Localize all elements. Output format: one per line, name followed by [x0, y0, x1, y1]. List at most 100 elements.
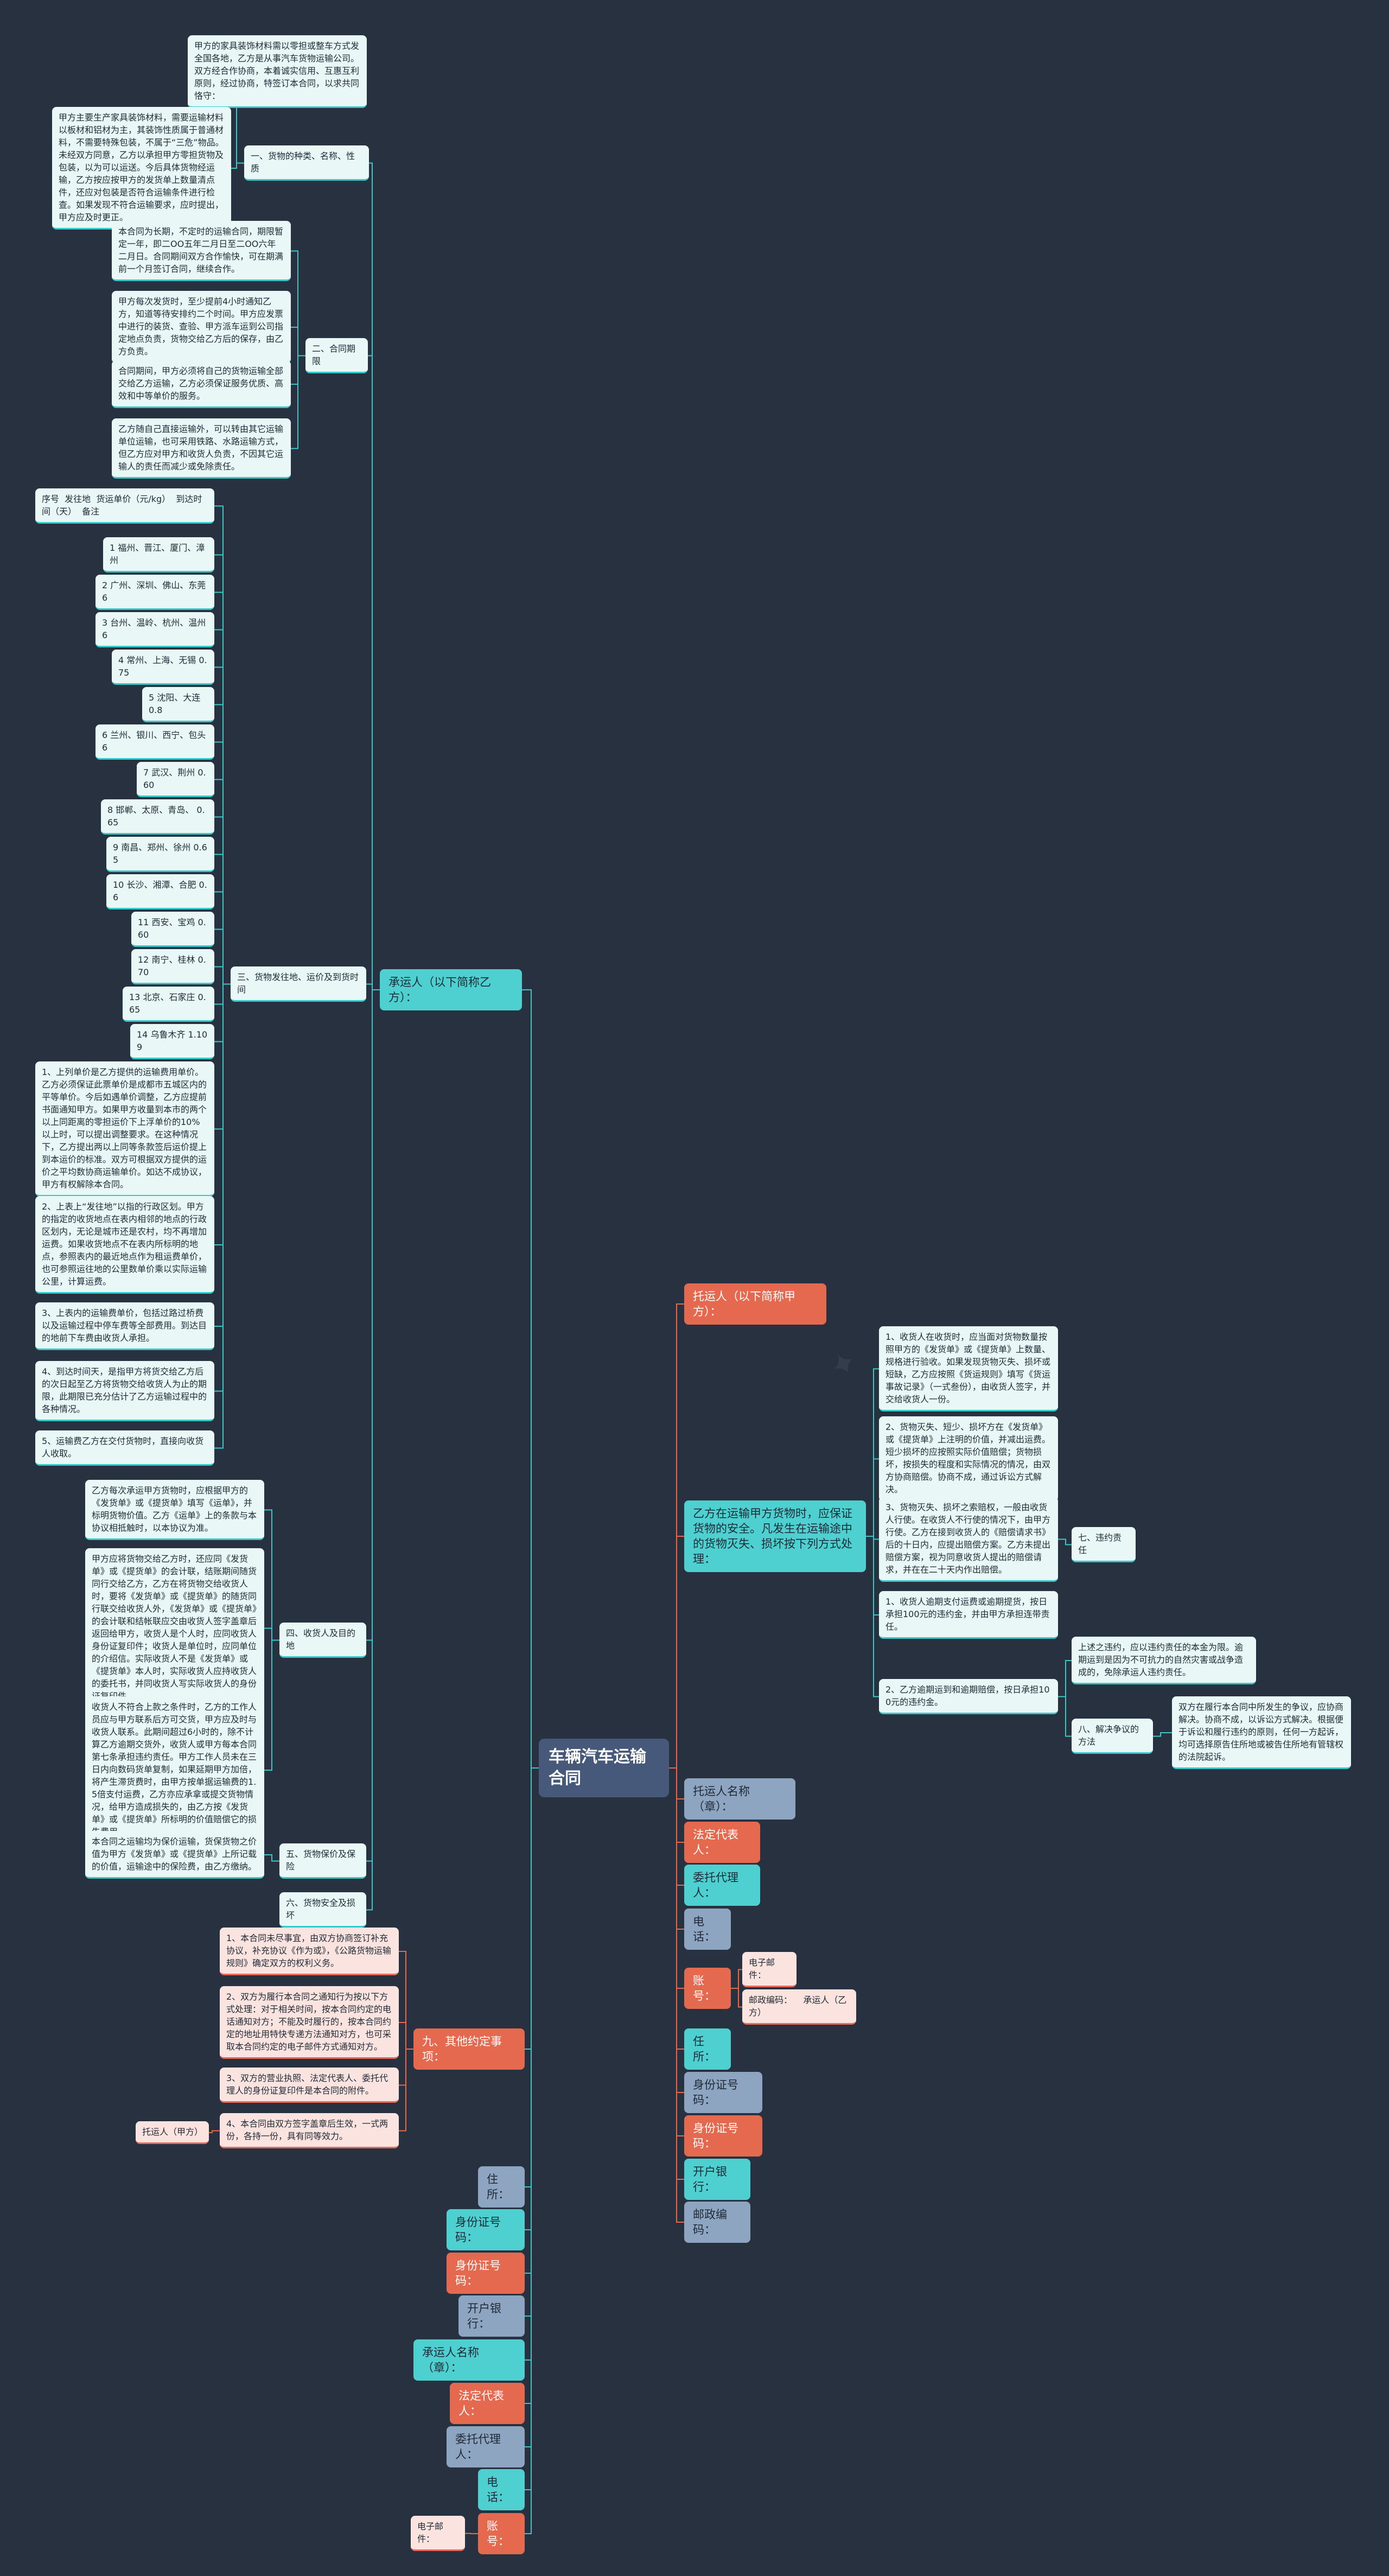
right-field-phone[interactable]: 电话：: [684, 1909, 731, 1950]
connector-line: [264, 1509, 279, 1641]
table-header: 序号 发往地 货运单价（元/kg） 到达时间（天） 备注: [35, 488, 214, 524]
connector-line: [368, 355, 380, 990]
connector-line: [264, 1627, 279, 1641]
consignor-branch[interactable]: 托运人（以下简称甲方）：: [684, 1283, 826, 1325]
left-field-phone[interactable]: 电话：: [478, 2469, 525, 2510]
s4-text-0: 乙方每次承运甲方货物时，应根据甲方的《发货单》或《提货单》填写《运单》，并标明货…: [85, 1480, 264, 1540]
connector-line: [669, 1767, 684, 2223]
connector-line: [366, 983, 380, 990]
connector-line: [1058, 1660, 1072, 1697]
s9-signer: 托运人（甲方）: [136, 2121, 209, 2144]
right-field-consignor-name[interactable]: 托运人名称（章）：: [684, 1778, 795, 1820]
s3-note-4: 5、运输费乙方在交付货物时，直接向收货人收取。: [35, 1430, 214, 1466]
left-field-id-2[interactable]: 身份证号码：: [447, 2253, 525, 2294]
table-row: 7 武汉、荆州 0.60: [137, 762, 214, 797]
s2-text-2: 合同期间，甲方必须将自己的货物运输全部交给乙方运输，乙方必须保证服务优质、高效和…: [112, 360, 291, 408]
s9-text-3: 4、本合同由双方签字盖章后生效，一式两份，各持一份，具有同等效力。: [220, 2113, 399, 2148]
s9-text-2: 3、双方的营业执照、法定代表人、委托代理人的身份证复印件是本合同的附件。: [220, 2068, 399, 2103]
s9-text-1: 2、双方为履行本合同之通知行为按以下方式处理：对于相关时间，按本合同约定的电话通…: [220, 1986, 399, 2059]
s3-note-3: 4、到达时间天，是指甲方将货交给乙方后的次日起至乙方将货物交给收货人为止的期限，…: [35, 1361, 214, 1421]
table-row: 1 福州、晋江、厦门、漳州: [103, 537, 214, 573]
right-field-id-2[interactable]: 身份证号码：: [684, 2115, 762, 2157]
table-row: 2 广州、深圳、佛山、东莞 6: [95, 575, 214, 610]
left-field-agent[interactable]: 委托代理人：: [447, 2426, 525, 2467]
connector-line: [1153, 1732, 1172, 1737]
left-field-account[interactable]: 账号：: [478, 2513, 525, 2554]
connector-line: [669, 1536, 684, 1769]
connector-line: [366, 989, 380, 1911]
s2-text-3: 乙方随自己直接运输外，可以转由其它运输单位运输，也可采用铁路、水路运输方式，但乙…: [112, 418, 291, 479]
s1-text-0: 甲方的家具装饰材料需以零担或整车方式发全国各地，乙方是从事汽车货物运输公司。双方…: [188, 35, 367, 108]
right-field-account[interactable]: 账号：: [684, 1968, 731, 2009]
right-field-legal-rep[interactable]: 法定代表人：: [684, 1822, 760, 1863]
left-account-email: 电子邮件：: [411, 2516, 465, 2551]
table-row: 10 长沙、湘潭、合肥 0.6: [106, 874, 214, 909]
right-field-id[interactable]: 身份证号码：: [684, 2072, 762, 2113]
connector-line: [369, 162, 380, 990]
s6-label[interactable]: 六、货物安全及损坏: [279, 1892, 366, 1928]
table-row: 13 北京、石家庄 0.65: [123, 987, 214, 1022]
duty-item-3: 1、收货人逾期支付运费或逾期提货，按日承担100元的违约金，并由甲方承担连带责任…: [879, 1591, 1058, 1639]
s2-text-1: 甲方每次发货时，至少提前4小时通知乙方，知道等待安排约二个时间。甲方应发票中进行…: [112, 291, 291, 364]
s4-text-1: 甲方应将货物交给乙方时，还应同《发货单》或《提货单》的会计联，结账期间随货同行交…: [85, 1548, 264, 1708]
s4-text-2: 收货人不符合上款之条件时，乙方的工作人员应与甲方联系后方可交货，甲方应及时与收货…: [85, 1696, 264, 1844]
s3-note-0: 1、上列单价是乙方提供的运输费用单价。乙方必须保证此票单价是成都市五城区内的平等…: [35, 1061, 214, 1197]
right-field-agent[interactable]: 委托代理人：: [684, 1865, 760, 1906]
table-row: 4 常州、上海、无锡 0.75: [112, 650, 214, 685]
s2-label[interactable]: 二、合同期限: [305, 338, 368, 373]
left-field-bank[interactable]: 开户银行：: [458, 2295, 525, 2337]
table-row: 6 兰州、银川、西宁、包头 6: [95, 724, 214, 760]
connector-line: [366, 989, 380, 1641]
connector-line: [866, 1536, 879, 1615]
s3-note-2: 3、上表内的运输费单价，包括过路过桥费以及运输过程中停车费等全部费用。到达目的地…: [35, 1302, 214, 1350]
s3-label[interactable]: 三、货物发往地、运价及到货时间: [231, 966, 366, 1002]
s1-text-1: 甲方主要生产家具装饰材料，需要运输材料以板材和铝材为主，其装饰性质属于普通材料，…: [52, 107, 231, 230]
left-field-address[interactable]: 住所：: [478, 2166, 525, 2208]
connector-line: [264, 1854, 279, 1862]
right-field-address[interactable]: 任所：: [684, 2028, 731, 2070]
s8-note-0: 上述之违约，应以违约责任的本金为限。逾期运到是因为不可抗力的自然灾害或战争造成的…: [1072, 1637, 1256, 1684]
connector-line: [214, 983, 231, 1449]
table-row: 3 台州、温岭、杭州、温州 6: [95, 612, 214, 647]
duty-item-1: 2、货物灭失、短少、损坏方在《发货单》或《提货单》上注明的价值，并减出运费。短少…: [879, 1416, 1058, 1502]
connector-line: [399, 2049, 413, 2132]
connector-line: [291, 327, 305, 357]
connector-line: [214, 505, 231, 985]
connector-line: [1058, 1696, 1072, 1737]
s9-text-0: 1、本合同未尽事宜，由双方协商签订补充协议，补充协议《作为或》，《公路货物运输规…: [220, 1928, 399, 1975]
duty-node[interactable]: 乙方在运输甲方货物时，应保证货物的安全。凡发生在运输途中的货物灭失、损坏按下列方…: [684, 1500, 866, 1572]
left-field-legal-rep[interactable]: 法定代表人：: [450, 2383, 525, 2424]
account-email: 电子邮件：: [742, 1952, 797, 1987]
right-field-postcode[interactable]: 邮政编码：: [684, 2202, 750, 2243]
left-field-carrier-name[interactable]: 承运人名称（章）：: [413, 2339, 525, 2381]
right-field-bank[interactable]: 开户银行：: [684, 2159, 750, 2200]
s1-label[interactable]: 一、货物的种类、名称、性质: [244, 145, 369, 181]
carrier-branch[interactable]: 承运人（以下简称乙方）：: [380, 969, 522, 1010]
s8-label[interactable]: 八、解决争议的方法: [1072, 1719, 1153, 1754]
table-row: 11 西安、宝鸡 0.60: [131, 912, 214, 947]
s3-note-1: 2、上表上“发往地”以指的行政区划。甲方的指定的收货地点在表内相邻的地点的行政区…: [35, 1196, 214, 1294]
connector-line: [866, 1368, 879, 1537]
account-postcode: 邮政编码： 承运人（乙方）: [742, 1989, 856, 2025]
duty-item-0: 1、收货人在收货时，应当面对货物数量按照甲方的《发货单》或《提货单》上数量、规格…: [879, 1326, 1058, 1411]
s4-label[interactable]: 四、收货人及目的地: [279, 1623, 366, 1658]
s7-label[interactable]: 七、违约责任: [1072, 1527, 1136, 1562]
root-topic[interactable]: 车辆汽车运输合同: [539, 1739, 669, 1797]
s8-note-1: 双方在履行本合同中所发生的争议，应协商解决。协商不成，以诉讼方式解决。根据便于诉…: [1172, 1696, 1351, 1769]
table-row: 5 沈阳、大连 0.8: [142, 687, 214, 722]
connector-line: [731, 1988, 742, 2008]
s2-text-0: 本合同为长期，不定时的运输合同，期限暂定一年，即二OO五年二月日至二OO六年二月…: [112, 221, 291, 281]
left-field-id[interactable]: 身份证号码：: [447, 2209, 525, 2250]
connector-line: [522, 989, 539, 1769]
s9-branch[interactable]: 九、其他约定事项：: [413, 2028, 525, 2070]
connector-line: [731, 1969, 742, 1989]
connector-line: [1058, 1538, 1072, 1545]
s5-label[interactable]: 五、货物保价及保险: [279, 1843, 366, 1879]
table-row: 12 南宁、桂林 0.70: [131, 949, 214, 984]
table-row: 8 邯郸、太原、青岛、 0.65: [101, 799, 214, 835]
connector-line: [866, 1458, 879, 1537]
connector-line: [264, 1639, 279, 1771]
table-row: 14 乌鲁木齐 1.10 9: [130, 1024, 214, 1059]
connector-line: [399, 2022, 413, 2050]
